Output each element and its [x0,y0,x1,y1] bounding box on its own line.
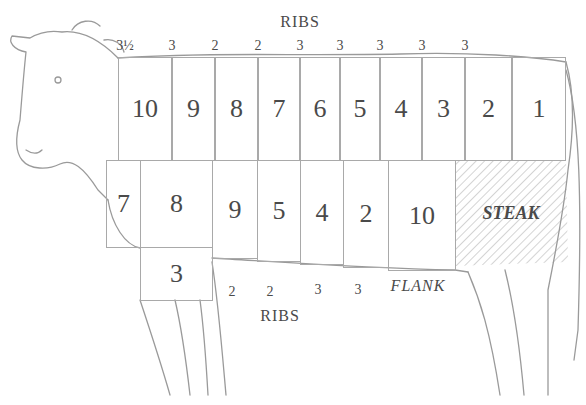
cut-section: 9 [172,57,215,161]
rib-count: 3½ [116,39,134,53]
rib-count: 3 [169,39,176,53]
rib-count: 3 [355,283,362,297]
steak-shading [455,161,568,266]
cut-number: 8 [170,191,183,217]
cut-section: 8 [215,57,258,161]
cut-number: 6 [314,96,327,122]
front-leg [212,262,226,395]
steak-section: STEAK [455,160,567,266]
front-leg [200,300,208,395]
cut-section: 1 [512,57,566,161]
cut-number: 4 [395,96,408,122]
rib-count: 2 [229,285,236,299]
front-leg [140,300,170,395]
cut-section: 5 [340,57,380,161]
cut-number: 4 [316,200,329,226]
cut-number: 1 [533,96,546,122]
cut-number: 5 [273,198,286,224]
rib-count: 3 [419,39,426,53]
cut-number: 10 [409,203,435,229]
rib-count: 3 [462,39,469,53]
cut-section: 7 [258,57,300,161]
rump-outline [548,62,572,395]
rib-count: 2 [267,285,274,299]
hind-leg [468,272,500,395]
cut-number: 2 [360,201,373,227]
belly-outline [212,258,468,272]
rib-count: 3 [377,39,384,53]
cut-number: 2 [482,96,495,122]
cut-section: 10 [118,57,172,161]
cut-number: 9 [229,197,242,223]
flank-label: FLANK [391,278,446,294]
nostril [26,150,42,153]
rib-count: 3 [315,283,322,297]
rib-count: 3 [337,39,344,53]
cut-number: 5 [354,96,367,122]
hind-leg [505,270,524,395]
cut-number: 7 [273,96,286,122]
cut-section: 2 [465,57,512,161]
cut-number: 8 [230,96,243,122]
cut-section: 4 [300,160,344,265]
front-leg [175,300,190,395]
horn [72,21,100,30]
cut-section: 5 [257,160,301,262]
ribs-heading: RIBS [260,308,300,324]
rib-count: 2 [255,39,262,53]
cut-number: 3 [437,96,450,122]
cut-section: 6 [300,57,340,161]
head-outline [11,31,118,200]
cut-section: 4 [380,57,422,161]
eye [55,77,61,83]
ribs-heading: RIBS [280,14,320,30]
cut-section: 9 [212,160,258,259]
cut-section: 10 [388,160,456,271]
cut-number: 10 [132,96,158,122]
cut-section: 2 [343,160,389,268]
rib-count: 2 [212,39,219,53]
cut-number: 3 [170,261,183,287]
cut-section: 3 [422,57,465,161]
section-name: STEAK [482,204,539,222]
cut-section: 7 [106,160,141,248]
rib-count: 3 [297,39,304,53]
cut-number: 9 [187,96,200,122]
cut-number: 7 [117,191,130,217]
cut-section: 8 [140,160,213,248]
cut-section: 3 [140,247,213,301]
tail [566,70,580,360]
